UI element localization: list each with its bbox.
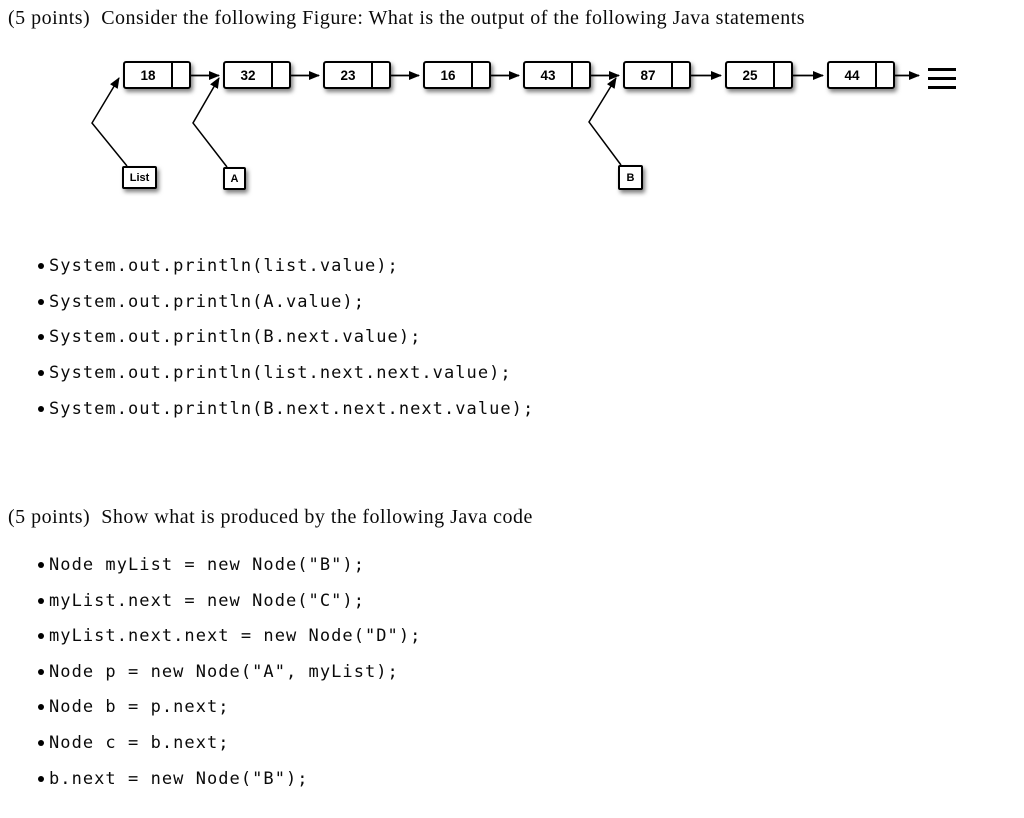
java-statement-row: System.out.println(list.next.next.value)… xyxy=(0,361,700,385)
pointer-label-a: A xyxy=(223,167,246,190)
code-text: Node myList = new Node("B"); xyxy=(49,555,365,575)
pointer-label-text: List xyxy=(129,171,150,184)
node-next-cell xyxy=(773,63,791,87)
pointer-label-list: List xyxy=(122,166,157,189)
bullet-icon xyxy=(38,669,44,675)
bullet-icon xyxy=(38,334,44,340)
code-text: myList.next.next = new Node("D"); xyxy=(49,626,422,646)
bullet-icon xyxy=(38,370,44,376)
java-statement-row: System.out.println(A.value); xyxy=(0,290,700,314)
pointer-arrow-b xyxy=(588,77,622,166)
bullet-icon xyxy=(38,704,44,710)
bullet-icon xyxy=(38,299,44,305)
node-value: 43 xyxy=(540,67,556,83)
node-value: 18 xyxy=(140,67,156,83)
java-statement-row: myList.next.next = new Node("D"); xyxy=(0,624,700,648)
bullet-icon xyxy=(38,633,44,639)
pointer-arrow-list xyxy=(91,77,128,167)
bullet-icon xyxy=(38,263,44,269)
list-node-6: 87 xyxy=(623,61,691,89)
code-text: System.out.println(B.next.next.next.valu… xyxy=(49,399,535,419)
pointer-arrows xyxy=(91,77,622,168)
null-terminator-icon xyxy=(928,68,956,89)
list-node-3: 23 xyxy=(323,61,391,89)
java-statement-row: myList.next = new Node("C"); xyxy=(0,589,700,613)
pointer-arrow-a xyxy=(192,77,228,168)
node-value: 32 xyxy=(240,67,256,83)
node-next-cell xyxy=(671,63,689,87)
list-node-2: 32 xyxy=(223,61,291,89)
code-text: System.out.println(A.value); xyxy=(49,292,365,312)
bullet-icon xyxy=(38,562,44,568)
node-value: 16 xyxy=(440,67,456,83)
code-text: System.out.println(B.next.value); xyxy=(49,327,422,347)
code-text: b.next = new Node("B"); xyxy=(49,769,309,789)
code-text: Node b = p.next; xyxy=(49,697,230,717)
java-statement-row: System.out.println(B.next.value); xyxy=(0,325,700,349)
question2-heading: (5 points) Show what is produced by the … xyxy=(8,506,533,528)
code-text: Node c = b.next; xyxy=(49,733,230,753)
node-value: 44 xyxy=(844,67,860,83)
bullet-icon xyxy=(38,740,44,746)
node-next-cell xyxy=(875,63,893,87)
node-next-cell xyxy=(371,63,389,87)
code-text: System.out.println(list.next.next.value)… xyxy=(49,363,512,383)
list-node-1: 18 xyxy=(123,61,191,89)
java-statement-row: System.out.println(B.next.next.next.valu… xyxy=(0,397,700,421)
java-statement-row: Node myList = new Node("B"); xyxy=(0,553,700,577)
node-value: 25 xyxy=(742,67,758,83)
node-next-cell xyxy=(171,63,189,87)
node-value: 87 xyxy=(640,67,656,83)
pointer-label-text: A xyxy=(230,172,239,185)
java-statement-row: Node p = new Node("A", myList); xyxy=(0,660,700,684)
java-statement-row: System.out.println(list.value); xyxy=(0,254,700,278)
linked-list-diagram: 18 32 23 16 43 87 25 44 xyxy=(0,0,1024,220)
node-next-cell xyxy=(271,63,289,87)
java-statement-row: Node b = p.next; xyxy=(0,695,700,719)
java-statement-row: b.next = new Node("B"); xyxy=(0,767,700,791)
code-text: myList.next = new Node("C"); xyxy=(49,591,365,611)
node-next-cell xyxy=(571,63,589,87)
diagram-arrows-layer xyxy=(91,68,956,168)
list-node-5: 43 xyxy=(523,61,591,89)
list-node-4: 16 xyxy=(423,61,491,89)
bullet-icon xyxy=(38,776,44,782)
question1-heading: (5 points) Consider the following Figure… xyxy=(8,7,806,29)
pointer-label-b: B xyxy=(618,165,643,190)
java-statement-row: Node c = b.next; xyxy=(0,731,700,755)
bullet-icon xyxy=(38,598,44,604)
code-text: System.out.println(list.value); xyxy=(49,256,399,276)
pointer-label-text: B xyxy=(626,171,635,184)
code-text: Node p = new Node("A", myList); xyxy=(49,662,399,682)
list-node-7: 25 xyxy=(725,61,793,89)
list-node-8: 44 xyxy=(827,61,895,89)
node-value: 23 xyxy=(340,67,356,83)
node-next-cell xyxy=(471,63,489,87)
bullet-icon xyxy=(38,406,44,412)
